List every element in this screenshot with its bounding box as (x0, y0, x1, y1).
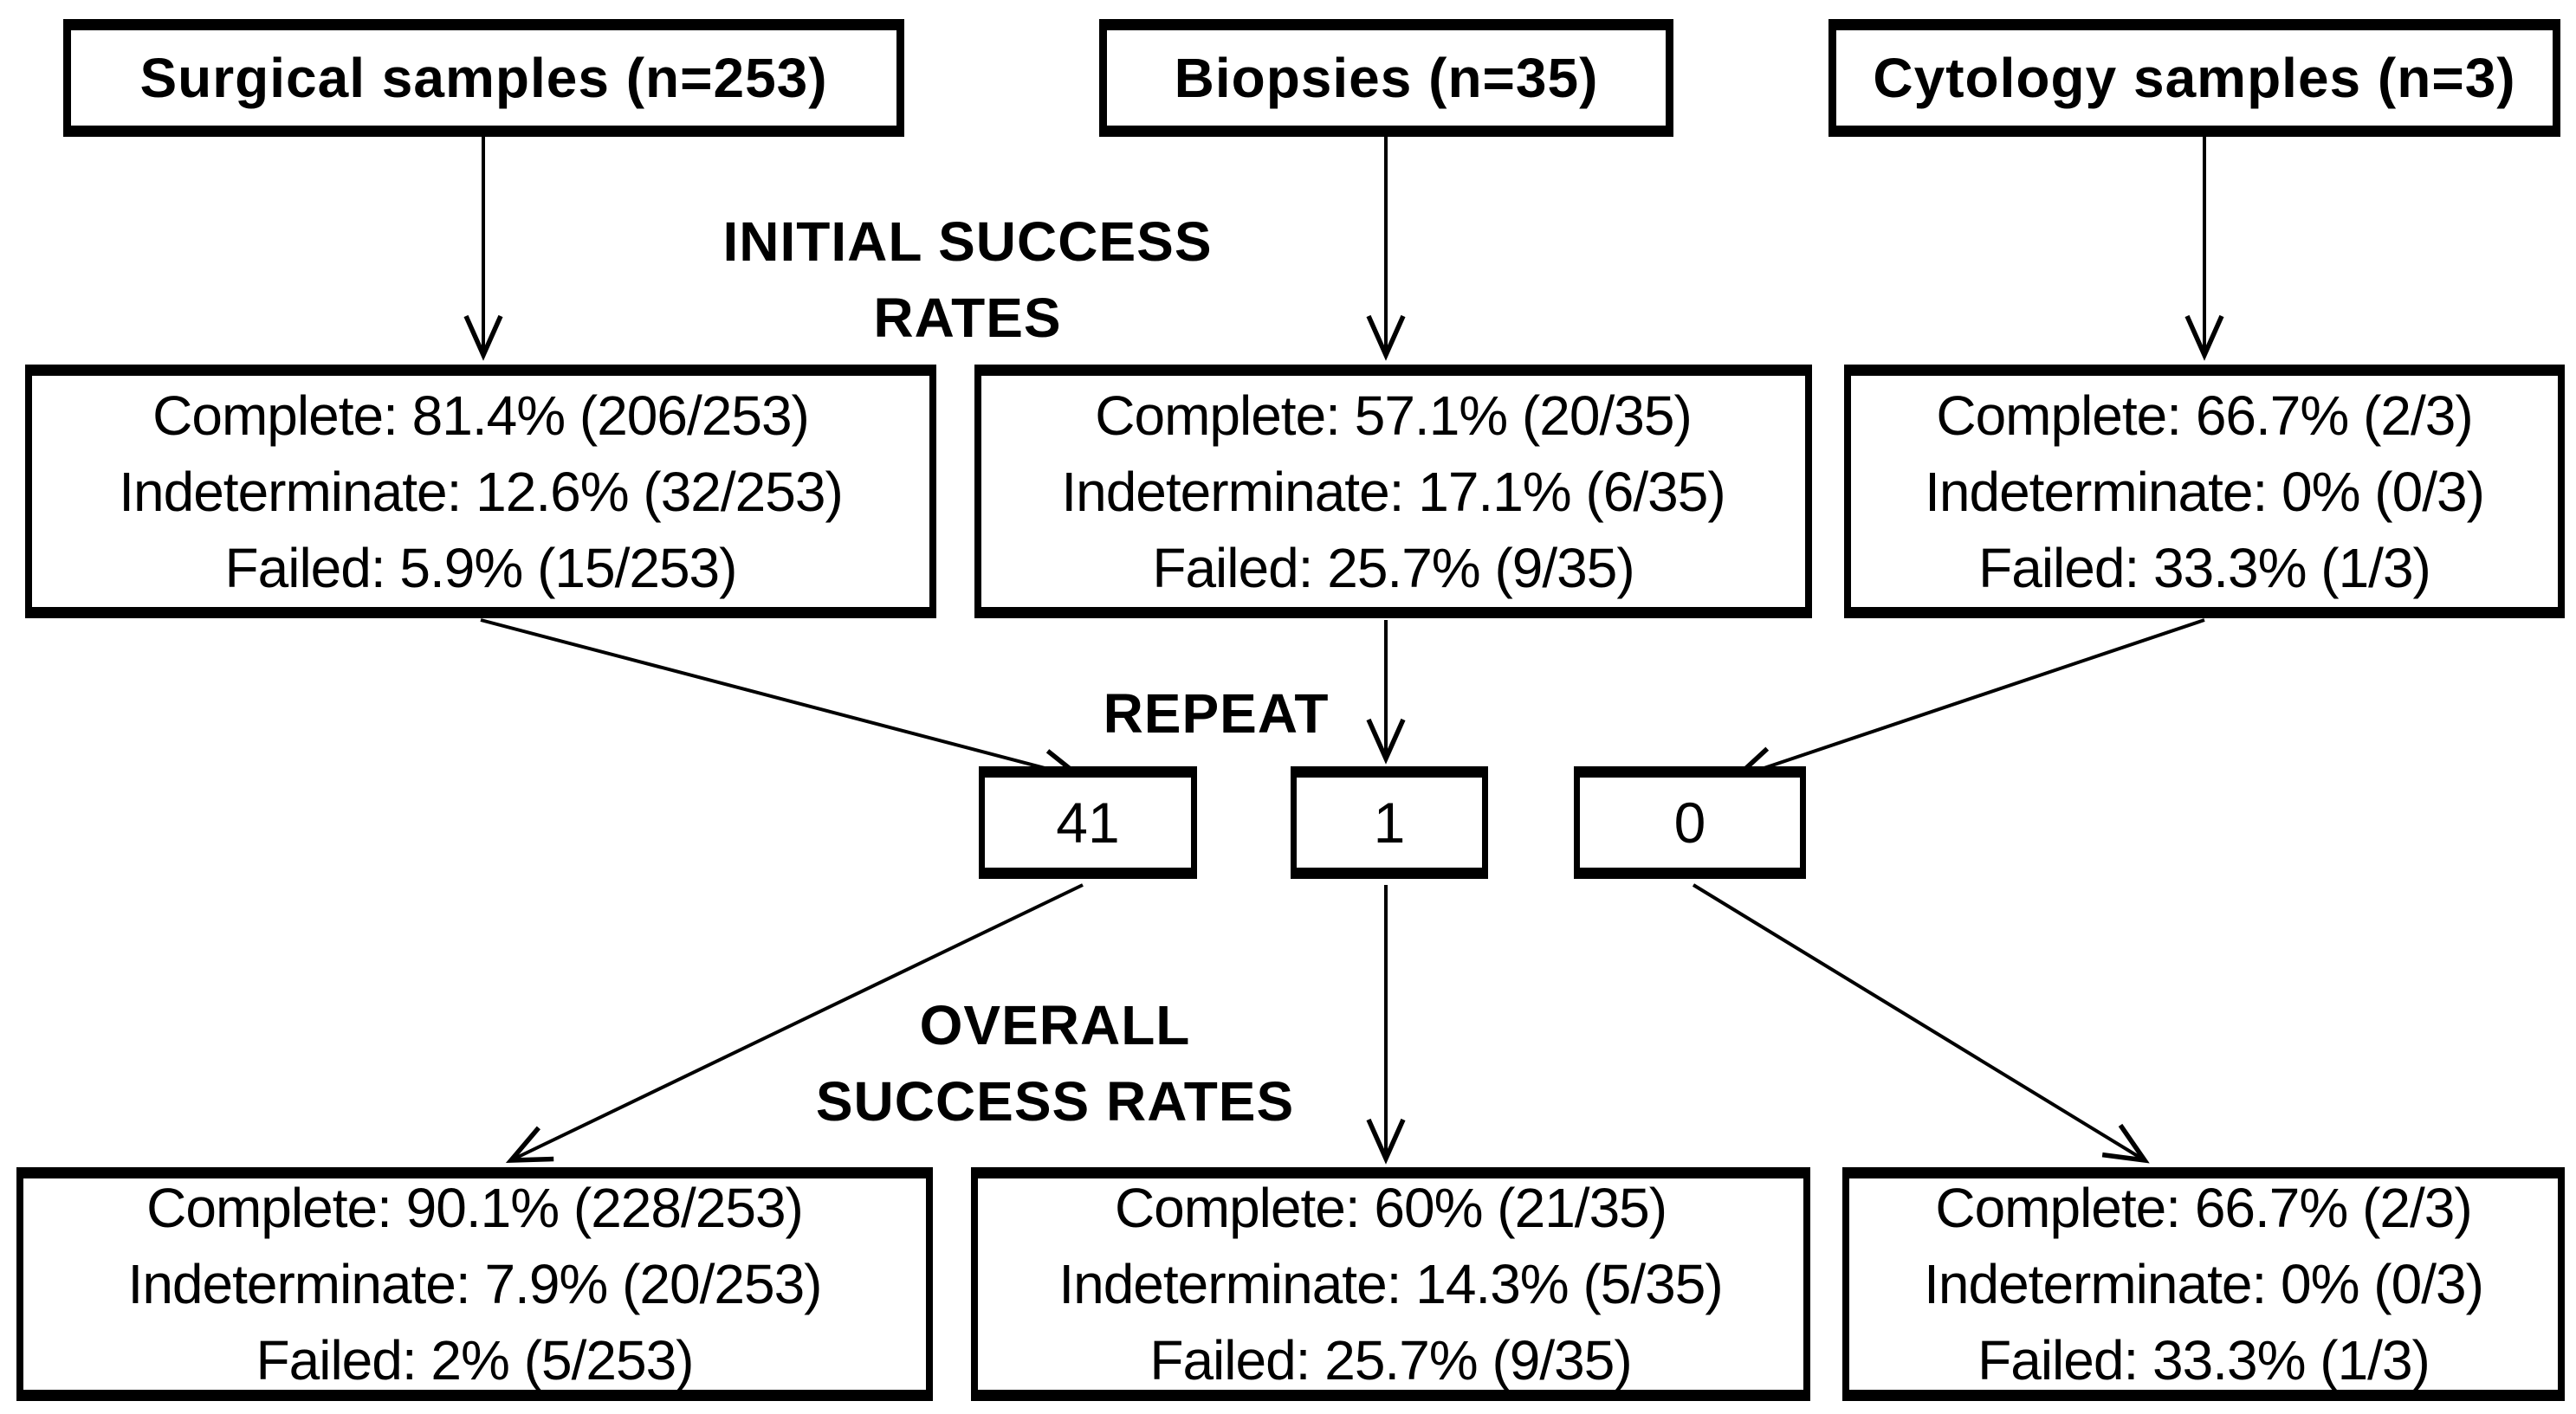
surgical-overall-rates-box: Complete: 90.1% (228/253) Indeterminate:… (16, 1167, 933, 1401)
repeat-label-text: REPEAT (1103, 682, 1330, 745)
cytology-initial-rates-box: Complete: 66.7% (2/3) Indeterminate: 0% … (1844, 365, 2565, 618)
cytology-repeat-count-box: 0 (1574, 766, 1806, 879)
surgical-repeat-count-box: 41 (979, 766, 1197, 879)
stat-line: Complete: 81.4% (206/253) (152, 384, 810, 447)
stat-line: Complete: 60% (21/35) (1114, 1177, 1667, 1239)
biopsies-header-box: Biopsies (n=35) (1099, 19, 1673, 137)
overall-success-rates-line1: OVERALL (919, 994, 1191, 1056)
stat-line: Complete: 57.1% (20/35) (1095, 384, 1692, 447)
stat-line: Failed: 25.7% (9/35) (1149, 1329, 1632, 1391)
surgical-header-label: Surgical samples (n=253) (139, 47, 828, 109)
initial-success-rates-label: INITIAL SUCCESS RATES (664, 203, 1271, 356)
stat-line: Indeterminate: 14.3% (5/35) (1058, 1253, 1723, 1315)
stat-line: Indeterminate: 7.9% (20/253) (127, 1253, 823, 1315)
biopsies-header-label: Biopsies (n=35) (1174, 47, 1599, 109)
repeat-label: REPEAT (1043, 675, 1389, 752)
stat-line: Failed: 33.3% (1/3) (1978, 536, 2431, 599)
arrow-repeat-to-surgical-overall (505, 883, 1084, 1163)
biopsies-initial-rates-box: Complete: 57.1% (20/35) Indeterminate: 1… (974, 365, 1812, 618)
stat-line: Failed: 25.7% (9/35) (1152, 536, 1634, 599)
stat-line: Indeterminate: 12.6% (32/253) (119, 460, 844, 523)
stat-line: Failed: 2% (5/253) (256, 1329, 695, 1391)
initial-success-rates-line1: INITIAL SUCCESS (722, 210, 1213, 273)
surgical-repeat-count: 41 (1056, 791, 1120, 855)
stat-line: Indeterminate: 0% (0/3) (1925, 460, 2485, 523)
initial-success-rates-line2: RATES (873, 287, 1062, 349)
stat-line: Failed: 5.9% (15/253) (224, 536, 738, 599)
arrow-surgical-initial-to-repeat (480, 618, 1087, 787)
surgical-initial-rates-box: Complete: 81.4% (206/253) Indeterminate:… (25, 365, 936, 618)
biopsies-overall-rates-box: Complete: 60% (21/35) Indeterminate: 14.… (971, 1167, 1810, 1401)
stat-line: Indeterminate: 0% (0/3) (1924, 1253, 2484, 1315)
cytology-repeat-count: 0 (1673, 791, 1706, 855)
stat-line: Complete: 66.7% (2/3) (1936, 384, 2473, 447)
stat-line: Complete: 66.7% (2/3) (1935, 1177, 2472, 1239)
overall-success-rates-line2: SUCCESS RATES (815, 1070, 1295, 1133)
overall-success-rates-label: OVERALL SUCCESS RATES (709, 987, 1401, 1140)
arrow-repeat-to-cytology-overall (1692, 883, 2150, 1164)
stat-line: Failed: 33.3% (1/3) (1977, 1329, 2430, 1391)
biopsies-repeat-count: 1 (1373, 791, 1406, 855)
cytology-overall-rates-box: Complete: 66.7% (2/3) Indeterminate: 0% … (1842, 1167, 2565, 1401)
surgical-header-box: Surgical samples (n=253) (63, 19, 904, 137)
stat-line: Complete: 90.1% (228/253) (146, 1177, 804, 1239)
cytology-header-label: Cytology samples (n=3) (1873, 47, 2516, 109)
biopsies-repeat-count-box: 1 (1291, 766, 1488, 879)
arrow-cytology-initial-to-repeat (1730, 618, 2205, 784)
stat-line: Indeterminate: 17.1% (6/35) (1061, 460, 1725, 523)
cytology-header-box: Cytology samples (n=3) (1828, 19, 2560, 137)
